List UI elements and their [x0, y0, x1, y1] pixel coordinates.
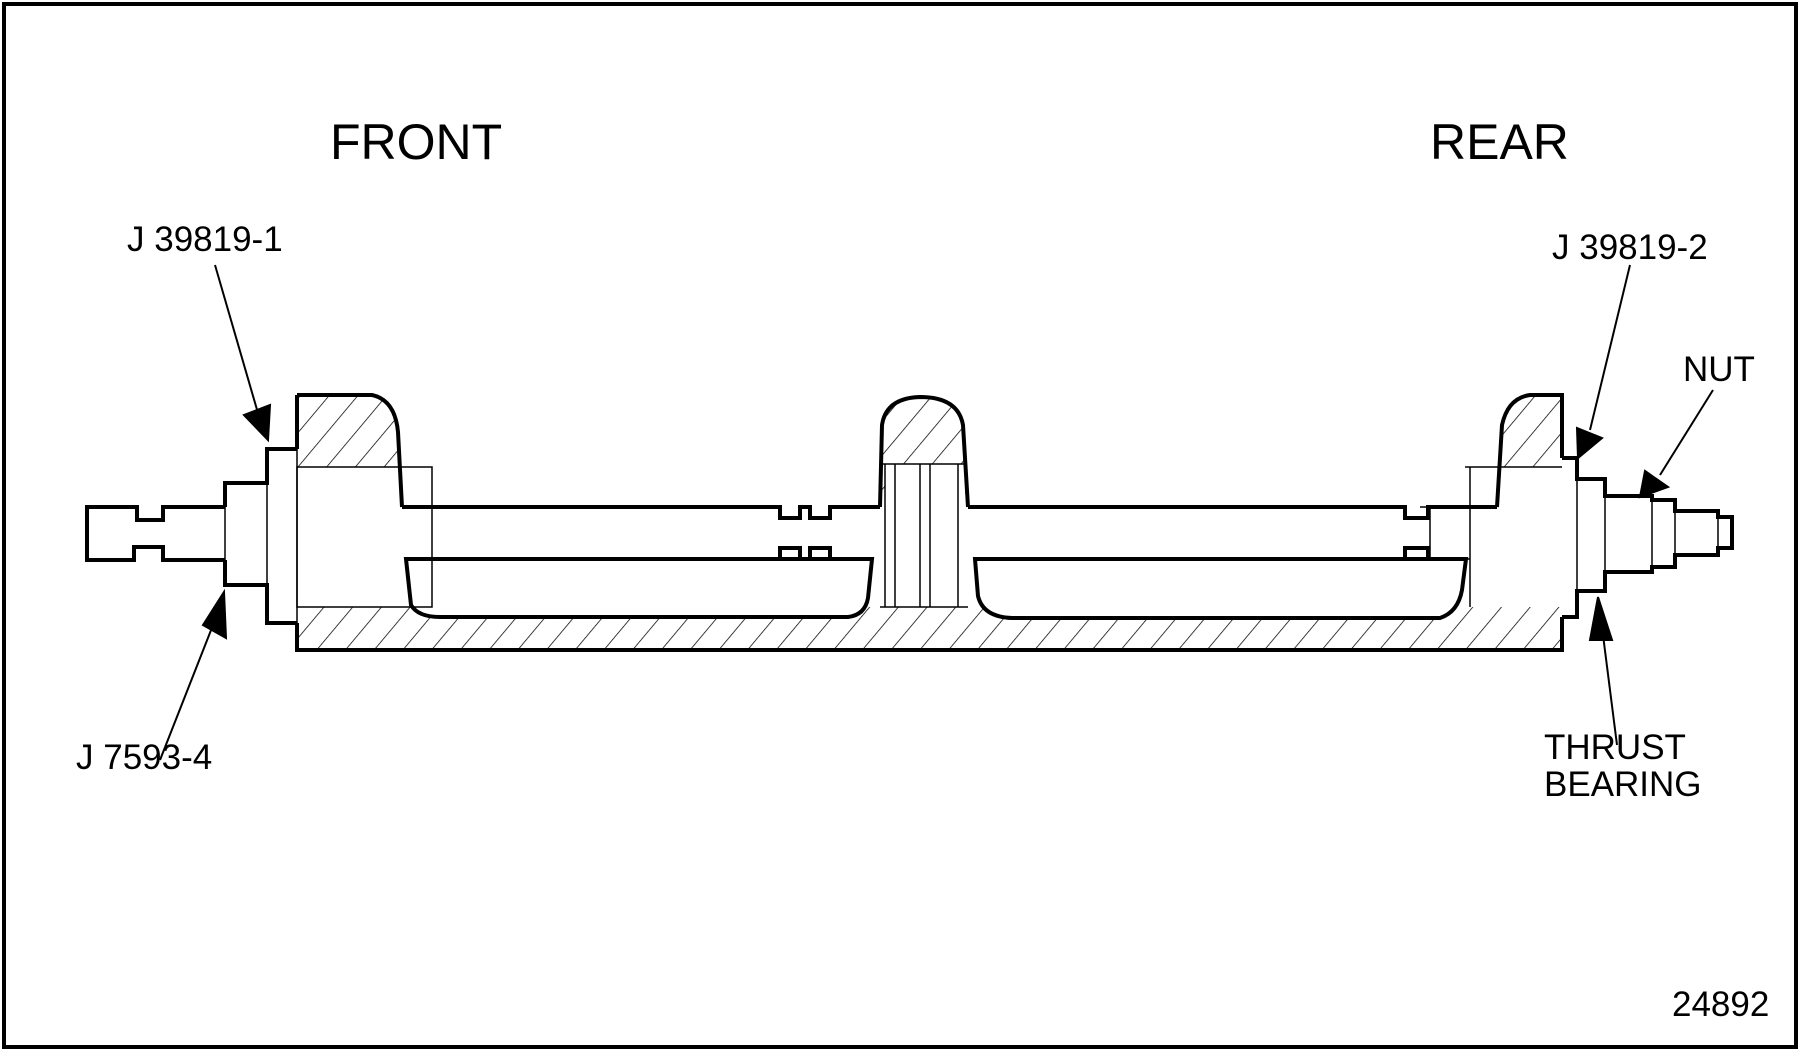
leader-nut [1659, 389, 1714, 476]
callout-j7593-4: J 7593-4 [76, 738, 213, 777]
leader-j39819-1 [214, 264, 261, 421]
front-tool-assembly [85, 447, 297, 625]
arrow-head-icon [1575, 426, 1604, 461]
rear-tool-assembly [1562, 456, 1734, 619]
arrow-head-icon [1588, 596, 1614, 641]
rear-label: REAR [1430, 114, 1569, 170]
arrow-head-icon [201, 588, 228, 640]
callout-nut: NUT [1683, 350, 1755, 389]
housing-section [297, 395, 1562, 650]
figure-number: 24892 [1672, 985, 1770, 1024]
front-label: FRONT [330, 114, 503, 170]
arrow-head-icon [242, 403, 272, 443]
callout-j39819-1: J 39819-1 [127, 220, 283, 259]
camshaft [402, 505, 1497, 561]
leader-arrows [159, 264, 1714, 761]
arrow-head-icon [1638, 469, 1671, 499]
leader-j39819-2 [1589, 264, 1631, 431]
callout-j39819-2: J 39819-2 [1552, 228, 1708, 267]
leader-j7593-4 [159, 619, 216, 761]
housing-outline [295, 393, 1564, 652]
leader-thrust-bearing [1602, 634, 1618, 746]
callout-thrust-bearing-line1: THRUST [1544, 728, 1686, 767]
callout-thrust-bearing-line2: BEARING [1544, 765, 1702, 804]
